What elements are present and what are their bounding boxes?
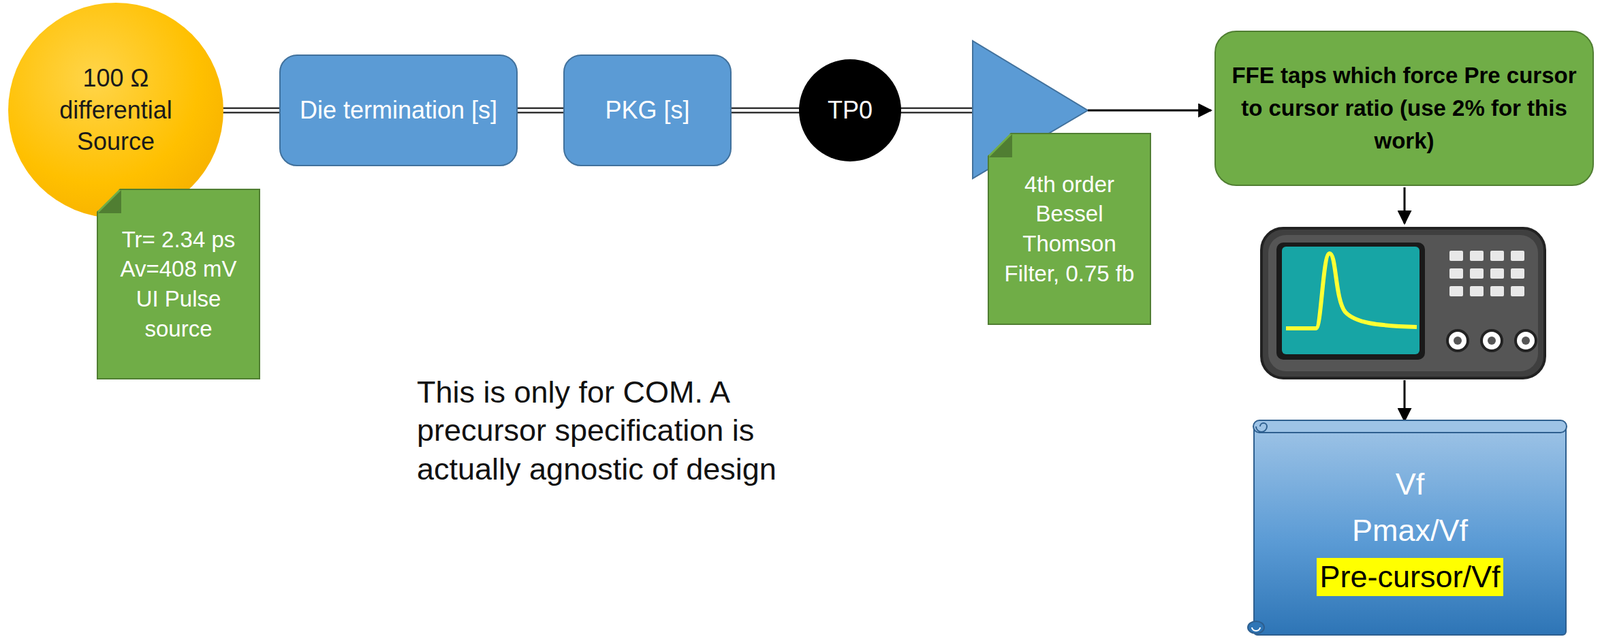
node-text: FFE taps which force Pre cursor to curso…	[1228, 59, 1581, 158]
node-text: 100 Ω differential Source	[28, 62, 203, 159]
callout-note: Tr= 2.34 ps Av=408 mV UI Pulse source	[96, 188, 261, 380]
node-text: Die termination [s]	[299, 94, 498, 127]
node-text: 4th order Bessel Thomson Filter, 0.75 fb	[1001, 169, 1138, 289]
signal-arrow	[1403, 187, 1406, 224]
oscilloscope-icon	[1261, 228, 1545, 379]
scroll-curl	[1253, 416, 1567, 444]
signal-arrow	[1087, 109, 1212, 112]
node-text: Tr= 2.34 ps Av=408 mV UI Pulse source	[110, 224, 247, 344]
node-content: Tr= 2.34 ps Av=408 mV UI Pulse source	[110, 224, 247, 344]
callout-note: 4th order Bessel Thomson Filter, 0.75 fb	[987, 132, 1152, 325]
test-point-circle: TP0	[798, 59, 902, 162]
node-content: VfPmax/VfPre-cursor/Vf	[1316, 461, 1503, 601]
double-wire	[222, 110, 281, 112]
node-content: FFE taps which force Pre cursor to curso…	[1228, 59, 1581, 158]
scroll-curl	[1245, 617, 1273, 639]
node-text: Vf	[1395, 465, 1425, 504]
node-text: Pre-cursor/Vf	[1316, 557, 1503, 596]
node-content: 100 Ω differential Source	[28, 62, 203, 159]
process-box: Die termination [s]	[279, 54, 518, 167]
double-wire	[730, 110, 801, 112]
node-content: PKG [s]	[604, 94, 690, 127]
process-box: PKG [s]	[563, 54, 732, 167]
result-scroll: VfPmax/VfPre-cursor/Vf	[1253, 425, 1567, 636]
note-fold	[989, 134, 1014, 159]
node-content: Die termination [s]	[299, 94, 498, 127]
node-text: TP0	[827, 95, 873, 125]
node-content: TP0	[827, 95, 873, 125]
node-content: 4th order Bessel Thomson Filter, 0.75 fb	[1001, 169, 1138, 289]
source-circle: 100 Ω differential Source	[8, 2, 224, 218]
signal-arrow	[1403, 380, 1406, 421]
node-text: Pmax/Vf	[1352, 511, 1468, 550]
double-wire	[899, 107, 975, 114]
double-wire	[516, 110, 565, 112]
process-box: FFE taps which force Pre cursor to curso…	[1214, 30, 1594, 186]
node-text: PKG [s]	[604, 94, 690, 127]
double-wire-gap	[899, 108, 975, 112]
note-text: This is only for COM. A precursor specif…	[416, 373, 853, 489]
